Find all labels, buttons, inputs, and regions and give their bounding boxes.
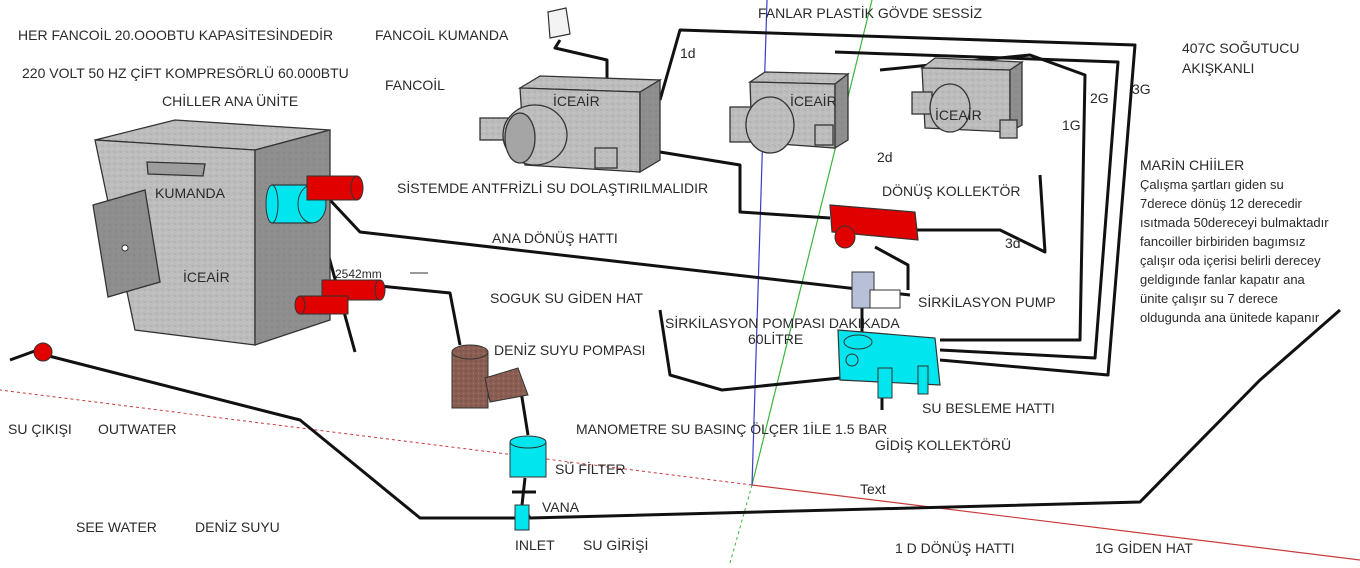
pipe-1g-label: 1G <box>1062 117 1081 133</box>
inlet-label: INLET <box>515 537 555 553</box>
red-outlet-pipes <box>294 279 386 315</box>
pipe-3d-label: 3d <box>1005 235 1021 251</box>
dimension-label: 2542mm <box>335 267 382 281</box>
seawater-pump-label: DENİZ SUYU POMPASI <box>494 341 645 358</box>
refrigerant-label-1: 407C SOĞUTUCU <box>1182 40 1299 56</box>
circulation-pump-label: SİRKİLASYON PUMP <box>918 293 1056 310</box>
fancoil-3-brand-label: İCEAİR <box>935 106 982 123</box>
control-label: KUMANDA <box>155 185 226 201</box>
electrical-box <box>92 189 161 298</box>
pipe-2d-label: 2d <box>877 149 893 165</box>
antifreeze-label: SİSTEMDE ANTFRİZLİ SU DOLAŞTIRILMALIDIR <box>397 179 708 196</box>
plastic-fans-label: FANLAR PLASTİK GÖVDE SESSİZ <box>758 4 983 21</box>
valve-label: VANA <box>542 499 580 515</box>
water-inlet <box>514 504 530 531</box>
main-return-label: ANA DÖNÜŞ HATTI <box>492 229 618 246</box>
return-line-1d-label: 1 D DÖNÜŞ HATTI <box>895 539 1015 556</box>
fancoil-1-brand-label: İCEAİR <box>553 92 600 109</box>
see-water-label: SEE WATER <box>76 519 157 535</box>
marine-chiller-line: fancoiller birbiriden bagımsız <box>1140 234 1305 249</box>
fancoil-capacity-label: HER FANCOİL 20.OOOBTU KAPASİTESİNDEDİR <box>18 26 333 43</box>
filter-label: SÜ FİLTER <box>555 460 626 477</box>
pipe-2g-label: 2G <box>1090 90 1109 106</box>
fancoil-remote-control <box>547 7 571 39</box>
supply-line-1g-label: 1G GİDEN HAT <box>1095 539 1193 556</box>
text-labels: HER FANCOİL 20.OOOBTU KAPASİTESİNDEDİR F… <box>8 4 1299 556</box>
outwater-label: OUTWATER <box>98 421 177 437</box>
chiller-main-unit <box>92 119 386 346</box>
pump-rate-label-2: 60LİTRE <box>748 330 803 347</box>
water-out-label: SU ÇIKIŞI <box>8 421 72 437</box>
return-collector <box>829 204 919 249</box>
supply-line-label: SU BESLEME HATTI <box>922 400 1055 416</box>
text-tag-label: Text <box>860 481 886 497</box>
chiller-main-label: CHİLLER ANA ÜNİTE <box>162 92 298 109</box>
seawater-pump <box>451 344 529 409</box>
fancoil-unit-3 <box>911 57 1025 139</box>
supply-collector-label: GİDİŞ KOLLEKTÖRÜ <box>875 436 1011 453</box>
water-filter <box>509 435 547 478</box>
red-return-pipe <box>306 175 364 201</box>
marine-chiller-line: ünite çalışır su 7 derece <box>1140 291 1278 306</box>
marine-chiller-line: 7derece dönüş 12 derecedir <box>1140 196 1303 211</box>
cold-supply-label: SOGUK SU GİDEN HAT <box>490 289 643 306</box>
marine-chiller-line: Çalışma şartları giden su <box>1140 177 1284 192</box>
fancoil-unit-1 <box>479 75 663 174</box>
fancoil-control-label: FANCOİL KUMANDA <box>375 26 509 43</box>
marine-chiller-line: geldigınde fanlar kapatır ana <box>1140 272 1306 287</box>
marine-chiller-line: çalışır oda içerisi belirli derecey <box>1140 253 1321 268</box>
marine-chiller-title: MARİN CHİİLER <box>1140 156 1244 173</box>
return-collector-label: DÖNÜŞ KOLLEKTÖR <box>882 182 1020 199</box>
marine-chiller-line: oldugunda ana ünitede kapanır <box>1140 310 1320 325</box>
chiller-brand-label: İCEAİR <box>183 268 230 285</box>
fancoil-unit-2 <box>729 71 850 154</box>
water-outlet <box>33 342 53 362</box>
supply-collector <box>837 329 941 399</box>
circulation-pump <box>851 271 901 309</box>
refrigerant-label-2: AKIŞKANLI <box>1182 60 1254 76</box>
marine-chiller-note: MARİN CHİİLER Çalışma şartları giden su … <box>1140 156 1329 325</box>
water-inlet-label: SU GİRİŞİ <box>583 536 648 553</box>
control-display-panel <box>146 161 206 177</box>
pipe-1d-label: 1d <box>680 45 696 61</box>
fancoil-label: FANCOİL <box>385 76 445 93</box>
pump-rate-label-1: SİRKİLASYON POMPASI DAKIKADA <box>665 314 900 331</box>
fancoil-2-brand-label: İCEAİR <box>790 92 837 109</box>
chiller-spec-label: 220 VOLT 50 HZ ÇİFT KOMPRESÖRLÜ 60.000BT… <box>22 64 349 81</box>
pipe-3g-label: 3G <box>1132 81 1151 97</box>
cyan-inlet-pipe <box>265 184 327 224</box>
manometer-label: MANOMETRE SU BASINÇ ÖLÇER 1İLE 1.5 BAR <box>576 420 887 437</box>
sea-water-label: DENİZ SUYU <box>195 518 280 535</box>
marine-chiller-line: ısıtmada 50dereceyi bulmaktadır <box>1140 215 1329 230</box>
